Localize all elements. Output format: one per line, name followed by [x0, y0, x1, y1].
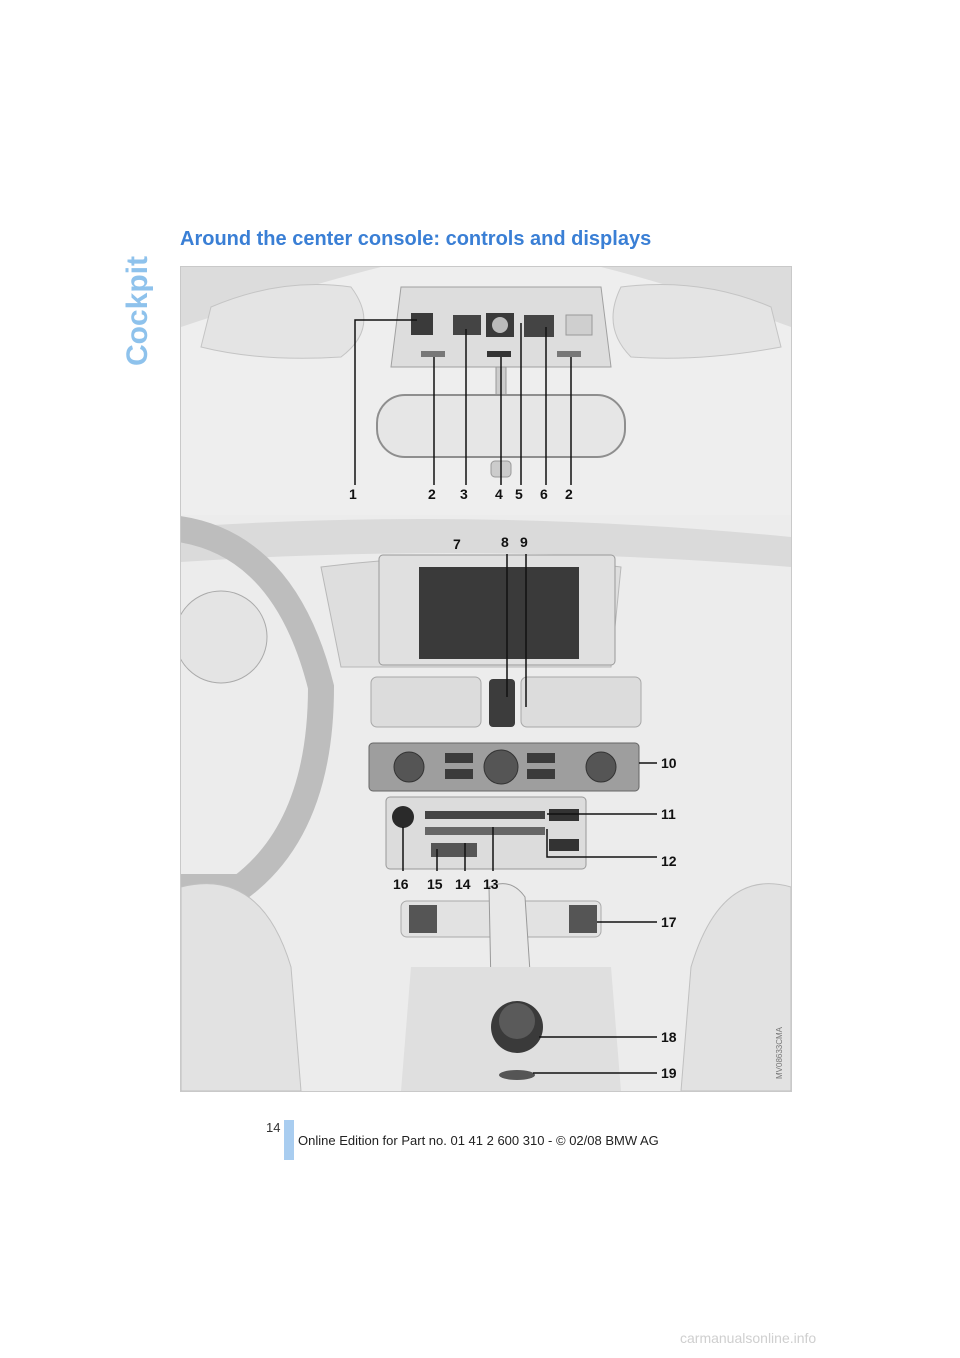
callout-16: 16: [393, 876, 409, 892]
callout-15: 15: [427, 876, 443, 892]
callout-12: 12: [661, 853, 677, 869]
section-tab-label: Cockpit: [121, 256, 154, 366]
callout-14: 14: [455, 876, 471, 892]
figure-code: MV08633CMA: [775, 1026, 784, 1079]
callout-2: 2: [428, 486, 436, 502]
callout-19: 19: [661, 1065, 677, 1081]
callout-3: 3: [460, 486, 468, 502]
footer-bar: [284, 1120, 294, 1160]
callout-13: 13: [483, 876, 499, 892]
callout-2-right: 2: [565, 486, 573, 502]
callout-6: 6: [540, 486, 548, 502]
site-watermark: carmanualsonline.info: [680, 1330, 817, 1346]
callout-11: 11: [661, 806, 676, 822]
page-title: Around the center console: controls and …: [180, 228, 652, 250]
section-tab: Cockpit: [121, 256, 154, 366]
callout-8: 8: [501, 534, 509, 550]
callout-4: 4: [495, 486, 503, 502]
console-illustration: 1 2 3 4 5 6 2 7 8 9 10 11 12 16 15 14 13…: [180, 266, 792, 1092]
callout-10: 10: [661, 755, 677, 771]
callout-7: 7: [453, 536, 461, 552]
callout-5: 5: [515, 486, 523, 502]
callout-17: 17: [661, 914, 677, 930]
footer-text: Online Edition for Part no. 01 41 2 600 …: [298, 1133, 659, 1148]
callout-1: 1: [349, 486, 357, 502]
illustration-drawing: [181, 267, 791, 1091]
callout-9: 9: [520, 534, 528, 550]
callout-18: 18: [661, 1029, 677, 1045]
page-number: 14: [266, 1120, 281, 1135]
